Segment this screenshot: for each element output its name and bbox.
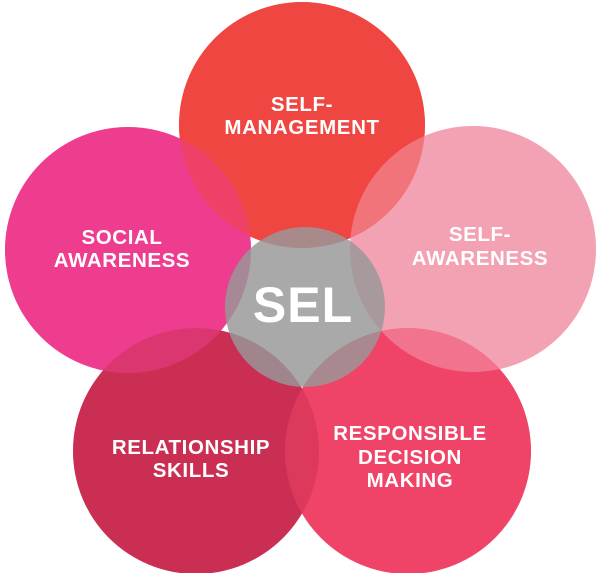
sel-center-label: SEL: [253, 277, 353, 333]
responsible-decision-making-label-line-1: RESPONSIBLE: [333, 422, 487, 445]
self-awareness-label-line-2: AWARENESS: [412, 247, 548, 270]
relationship-skills-label-line-1: RELATIONSHIP: [112, 436, 270, 459]
social-awareness-label-line-2: AWARENESS: [54, 249, 190, 272]
relationship-skills-label-line-2: SKILLS: [153, 459, 230, 482]
self-awareness-label-line-1: SELF-: [449, 223, 511, 246]
petal-self-awareness-overlay: [350, 126, 596, 372]
responsible-decision-making-label-line-2: DECISION: [358, 446, 462, 469]
responsible-decision-making-label-line-3: MAKING: [367, 469, 454, 492]
self-management-label-line-1: SELF-: [271, 93, 333, 116]
diagram-labels: SELF- MANAGEMENT SELF- AWARENESS RESPONS…: [54, 93, 548, 492]
petal-relationship-skills-overlay: [73, 328, 319, 573]
sel-center-circle: [225, 227, 385, 387]
petal-circles-blend-overlay: [5, 2, 596, 573]
petal-social-awareness-overlay: [5, 127, 251, 373]
petal-self-management-overlay: [179, 2, 425, 248]
self-management-label-line-2: MANAGEMENT: [224, 116, 379, 139]
social-awareness-label-line-1: SOCIAL: [81, 226, 162, 249]
petal-responsible-decision-making-overlay: [285, 328, 531, 573]
